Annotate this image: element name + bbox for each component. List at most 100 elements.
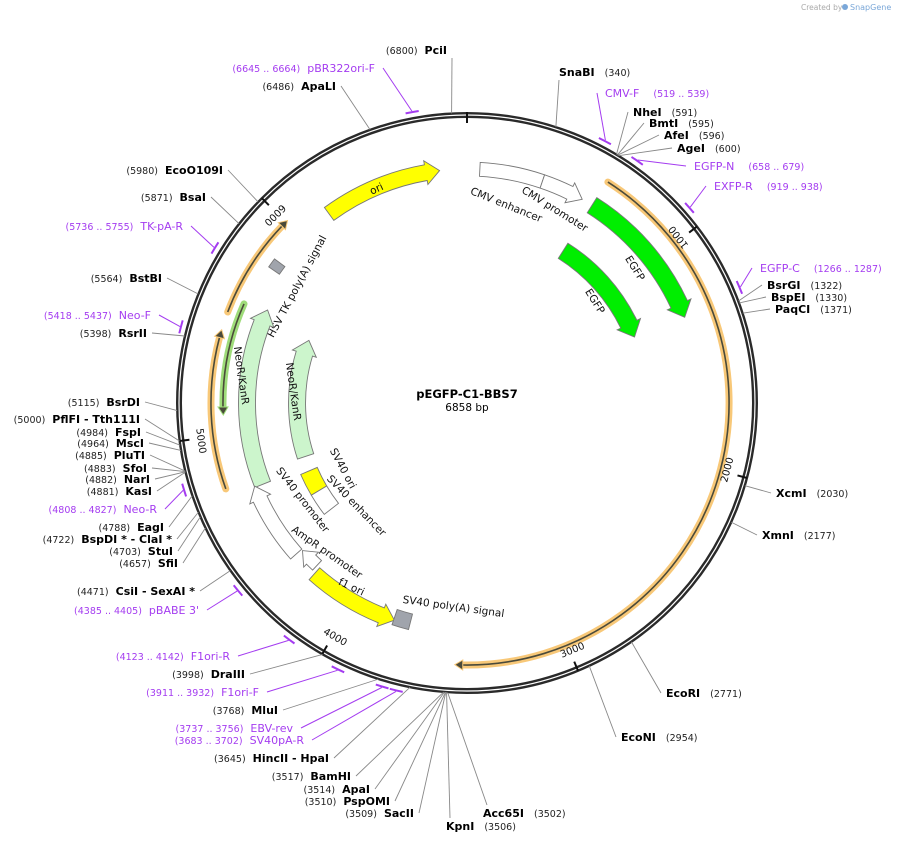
enzyme-label[interactable]: AfeI(596) [664,129,724,142]
enzyme-label[interactable]: XcmI(2030) [776,487,848,500]
enzyme-site[interactable]: NheI(591) [616,106,697,155]
enzyme-site[interactable]: (4881)KasI [87,471,186,498]
primer-site[interactable]: (3683 .. 3702)SV40pA-R [175,687,403,747]
enzyme-site[interactable]: (4964)MscI [77,437,182,451]
enzyme-label[interactable]: (3998)DraIII [172,668,245,681]
primer-site[interactable]: (5736 .. 5755)TK-pA-R [65,220,220,255]
primer-label[interactable]: (4385 .. 4405)pBABE 3' [74,604,199,617]
feature-shape[interactable] [300,466,328,496]
feature-ori[interactable]: ori [323,159,441,222]
primer-label[interactable]: (4123 .. 4142)F1ori-R [116,650,231,663]
primer-site[interactable]: EGFP-C(1266 .. 1287) [735,262,882,295]
enzyme-site[interactable]: (3509)SacII [345,692,447,820]
primer-site[interactable]: EXFP-R(919 .. 938) [684,180,823,214]
enzyme-site[interactable]: AgeI(600) [618,142,741,157]
enzyme-label[interactable]: (3517)BamHI [272,770,351,783]
enzyme-label[interactable]: BsrGI(1322) [767,279,842,292]
primer-label[interactable]: (5736 .. 5755)TK-pA-R [65,220,183,233]
enzyme-label[interactable]: (5871)BsaI [141,191,206,204]
feature-shape[interactable] [302,550,323,571]
primer-site[interactable]: (6645 .. 6664)pBR322ori-F [232,62,419,115]
feature-shape[interactable] [249,485,303,560]
enzyme-label[interactable]: EcoRI(2771) [666,687,742,700]
enzyme-label[interactable]: BspEI(1330) [771,291,847,304]
enzyme-site[interactable]: (4883)SfoI [84,462,186,475]
feature-shape[interactable] [557,242,642,338]
enzyme-label[interactable]: (5980)EcoO109I [126,164,223,177]
enzyme-label[interactable]: (6486)ApaLI [262,80,336,93]
enzyme-site[interactable]: (5871)BsaI [141,191,240,225]
enzyme-label[interactable]: (4883)SfoI [84,462,147,475]
enzyme-label[interactable]: (4703)StuI [109,545,173,558]
enzyme-site[interactable]: BsrGI(1322) [738,279,842,302]
enzyme-site[interactable]: (3510)PspOMI [305,692,446,808]
enzyme-site[interactable]: BspEI(1330) [739,291,847,304]
enzyme-label[interactable]: BmtI(595) [649,117,714,130]
primer-label[interactable]: EXFP-R(919 .. 938) [714,180,823,193]
feature-shape[interactable] [288,339,318,460]
enzyme-label[interactable]: (3645)HincII - HpaI [214,752,329,765]
enzyme-label[interactable]: (4722)BspDI * - ClaI * [43,533,173,546]
enzyme-site[interactable]: (3645)HincII - HpaI [214,687,411,765]
primer-label[interactable]: (3683 .. 3702)SV40pA-R [175,734,305,747]
enzyme-label[interactable]: (4881)KasI [87,485,152,498]
primer-label[interactable]: (4808 .. 4827)Neo-R [49,503,158,516]
enzyme-site[interactable]: BmtI(595) [617,117,714,156]
feature-sv40-poly-a-signal[interactable]: SV40 poly(A) signal [391,594,505,631]
feature-hsv-tk-poly-a-signal[interactable]: HSV TK poly(A) signal [265,234,329,340]
enzyme-label[interactable]: Acc65I(3502) [483,807,566,820]
enzyme-site[interactable]: (6486)ApaLI [262,80,371,130]
feature-shape[interactable] [310,485,340,516]
enzyme-label[interactable]: XmnI(2177) [762,529,836,542]
enzyme-label[interactable]: NheI(591) [633,106,697,119]
enzyme-site[interactable]: KpnI(3506) [446,692,516,833]
primer-site[interactable]: (4385 .. 4405)pBABE 3' [74,584,244,617]
enzyme-site[interactable]: (5564)BstBI [91,272,199,295]
enzyme-site[interactable]: EcoRI(2771) [631,641,742,700]
enzyme-label[interactable]: (3510)PspOMI [305,795,390,808]
enzyme-label[interactable]: (4882)NarI [85,473,150,486]
enzyme-site[interactable]: (6800)PciI [386,44,453,114]
enzyme-site[interactable]: (4722)BspDI * - ClaI * [43,511,199,546]
feature-shape[interactable] [586,196,692,318]
feature-shape[interactable] [539,174,583,204]
enzyme-label[interactable]: (4471)CsiI - SexAI * [77,585,195,598]
feature-shape[interactable] [268,258,286,275]
primer-label[interactable]: (6645 .. 6664)pBR322ori-F [232,62,375,75]
feature-shape[interactable] [391,608,414,631]
enzyme-site[interactable]: (4703)StuI [109,516,201,558]
primer-label[interactable]: (3911 .. 3932)F1ori-F [146,686,259,699]
enzyme-label[interactable]: (4984)FspI [76,426,141,439]
enzyme-label[interactable]: (5398)RsrII [80,327,147,340]
primer-label[interactable]: CMV-F(519 .. 539) [605,87,709,100]
enzyme-label[interactable]: (6800)PciI [386,44,447,57]
enzyme-site[interactable]: (4657)SfiI [119,527,206,570]
feature-ampr-promoter[interactable]: AmpR promoter [289,524,365,582]
primer-site[interactable]: CMV-F(519 .. 539) [596,87,709,146]
enzyme-site[interactable]: (3998)DraIII [172,654,323,681]
enzyme-label[interactable]: (4657)SfiI [119,557,178,570]
enzyme-label[interactable]: SnaBI(340) [559,66,630,79]
enzyme-site[interactable]: (4984)FspI [76,426,181,446]
enzyme-site[interactable]: (4471)CsiI - SexAI * [77,570,231,598]
enzyme-label[interactable]: KpnI(3506) [446,820,516,833]
primer-site[interactable]: EGFP-N(658 .. 679) [630,156,805,173]
feature-shape[interactable] [323,159,441,222]
feature-neor-kanr[interactable]: NeoR/KanR [283,339,318,460]
enzyme-site[interactable]: (3514)ApaI [303,691,445,796]
primer-label[interactable]: EGFP-C(1266 .. 1287) [760,262,882,275]
enzyme-site[interactable]: (5398)RsrII [80,327,185,340]
enzyme-label[interactable]: AgeI(600) [677,142,741,155]
enzyme-site[interactable]: (4788)EagI [98,495,193,534]
primer-label[interactable]: EGFP-N(658 .. 679) [694,160,804,173]
primer-site[interactable]: (4808 .. 4827)Neo-R [49,483,188,516]
enzyme-site[interactable]: (3517)BamHI [272,691,444,783]
orf-arc[interactable] [453,178,733,671]
enzyme-label[interactable]: (3768)MluI [213,704,278,717]
enzyme-site[interactable]: SnaBI(340) [555,66,630,127]
enzyme-site[interactable]: (5000)PflFI - Tth111I [14,413,180,442]
feature-neor-kanr[interactable]: NeoR/KanR [231,309,275,489]
enzyme-site[interactable]: (4882)NarI [85,471,186,486]
enzyme-label[interactable]: (3509)SacII [345,807,414,820]
enzyme-site[interactable]: EcoNI(2954) [588,665,698,744]
